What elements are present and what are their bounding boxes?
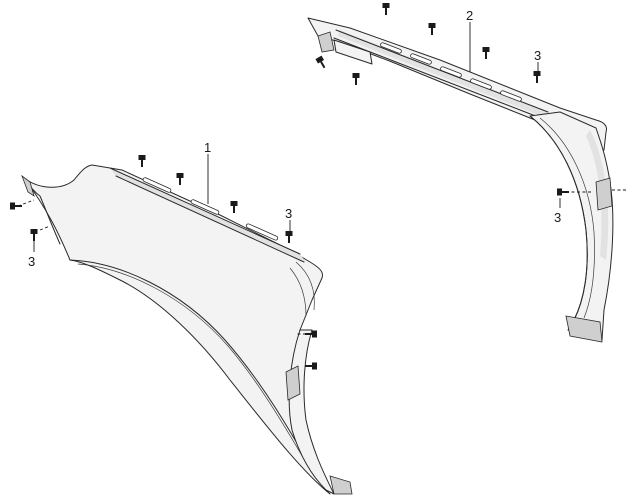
- callout-part-3-left: 3: [28, 254, 35, 269]
- bolt-icon: [138, 155, 146, 167]
- bolt-icon: [10, 202, 22, 210]
- bolt-icon: [352, 73, 360, 85]
- fender-right-bolts: [315, 3, 628, 196]
- callout-part-3-center: 3: [285, 206, 292, 221]
- bolt-icon: [230, 201, 238, 213]
- bolt-icon: [30, 229, 38, 241]
- bolt-icon: [533, 71, 541, 83]
- bolt-icon: [428, 23, 436, 35]
- bolt-icon: [305, 362, 317, 370]
- bolt-icon: [382, 3, 390, 15]
- front-fender-left: [21, 164, 353, 495]
- callout-leaders: [33, 22, 561, 252]
- fender-left-bolts: [10, 155, 317, 370]
- bolt-icon: [315, 55, 326, 69]
- front-fender-right: [307, 17, 614, 343]
- callout-labels: 1 2 3 3 3 3: [28, 8, 561, 269]
- bolt-icon: [285, 231, 293, 243]
- bolt-icon: [482, 47, 490, 59]
- callout-part-3-top-right: 3: [534, 48, 541, 63]
- callout-part-2: 2: [466, 8, 473, 23]
- bolt-icon: [557, 188, 569, 196]
- bolt-icon: [176, 173, 184, 185]
- callout-part-3-right: 3: [554, 210, 561, 225]
- bolt-icon: [305, 330, 317, 338]
- callout-part-1: 1: [204, 140, 211, 155]
